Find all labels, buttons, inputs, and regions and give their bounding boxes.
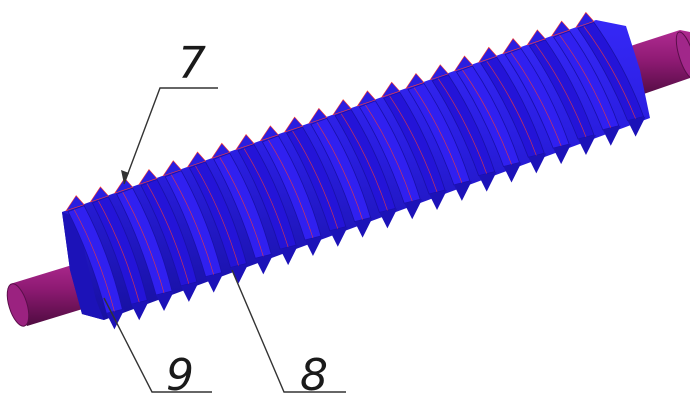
fin-crest [365,104,413,202]
fin-tooth-top [138,168,158,186]
fin-tooth-bottom [503,162,522,183]
spiral-fin [164,170,223,278]
spiral-fin [431,74,496,177]
callout-9: 9 [166,350,194,401]
spiral-fin [577,21,645,122]
spiral-fin [552,30,620,131]
fin-tooth-top [186,151,207,168]
spiral-fin [213,152,272,259]
fin-crest [146,183,190,284]
fin-tooth-top [65,195,85,212]
fin-crest [170,174,215,275]
fin-tooth-bottom [354,217,373,238]
roller-end-face [62,212,104,320]
fin-crest [316,122,363,220]
fin-tooth-bottom [478,171,497,192]
fin-tooth-top [308,107,328,124]
fin-tooth-bottom [553,144,572,165]
spiral-fin [407,82,471,186]
fin-tooth-top [478,46,498,63]
arrowhead-7 [121,170,129,184]
spiral-fin [480,56,545,158]
fin-tooth-top [211,142,231,159]
spiral-fin [140,178,198,287]
fin-tooth-top [113,177,134,194]
fin-crest [268,139,314,239]
fin-tooth-top [162,160,182,177]
leader-lines [103,87,346,393]
fin-tooth-bottom [528,153,547,174]
spiral-fin [286,126,347,232]
spiral-fin [310,117,372,223]
fin-tooth-bottom [230,263,249,284]
spiral-fin [188,161,247,268]
fin-tooth-bottom [379,208,398,229]
fin-tooth-top [259,125,279,142]
fin-tooth-top [235,134,255,151]
spiral-fin [504,48,570,149]
fin-crest [437,78,488,174]
fin-crest [389,95,438,193]
fin-tooth-bottom [429,190,448,211]
spiral-fin [334,109,396,213]
spiral-fins [65,11,646,330]
leader-line-9 [103,297,212,393]
fin-tooth-bottom [329,226,348,247]
fin-tooth-bottom [453,180,472,201]
fin-tooth-top [502,38,522,55]
spiral-fin [91,196,148,305]
callout-7: 7 [178,38,206,89]
fin-crest [73,209,115,312]
fin-crest [462,69,512,165]
fin-tooth-top [550,20,571,37]
fin-tooth-bottom [577,134,596,155]
fin-tooth-top [405,72,425,90]
fin-tooth-top [332,99,352,116]
fin-tooth-bottom [205,272,224,293]
fin-crest [219,157,264,257]
fin-crest [583,26,636,119]
fin-tooth-top [453,55,474,72]
fin-tooth-bottom [404,199,423,220]
fin-tooth-bottom [602,125,621,146]
fin-tooth-top [380,81,401,98]
spiral-fin [383,91,446,195]
fin-crest [510,52,562,147]
leader-line-7 [123,87,218,185]
spiral-fin [237,144,297,250]
leader-line-8 [231,269,346,393]
fin-tooth-top [89,186,109,203]
fin-tooth-top [429,64,449,81]
fin-tooth-bottom [180,281,199,302]
fin-crest [413,87,463,183]
fin-tooth-top [575,11,595,28]
fin-tooth-bottom [304,235,323,256]
fin-tooth-bottom [255,254,274,275]
fin-crest [535,43,587,138]
spiral-fin [528,39,595,140]
fin-tooth-bottom [131,300,150,321]
callout-8: 8 [300,350,328,401]
spiral-fin [455,65,521,167]
fin-tooth-top [283,116,304,133]
fin-crest [559,34,612,128]
fin-tooth-top [526,29,546,46]
spiral-fin [261,135,322,241]
fin-tooth-top [356,90,376,107]
fin-crest [292,130,339,229]
fin-tooth-bottom [627,116,646,137]
fin-crest [243,148,289,248]
fin-crest [340,113,388,211]
fin-tooth-bottom [156,291,175,312]
fin-tooth-bottom [280,245,299,266]
fin-crest [195,165,239,266]
fin-crest [98,200,140,303]
fin-crest [122,192,165,294]
spiral-fin [358,100,421,204]
spiral-fin [116,187,173,296]
fin-crest [486,61,537,156]
spiral-fin [67,205,123,314]
